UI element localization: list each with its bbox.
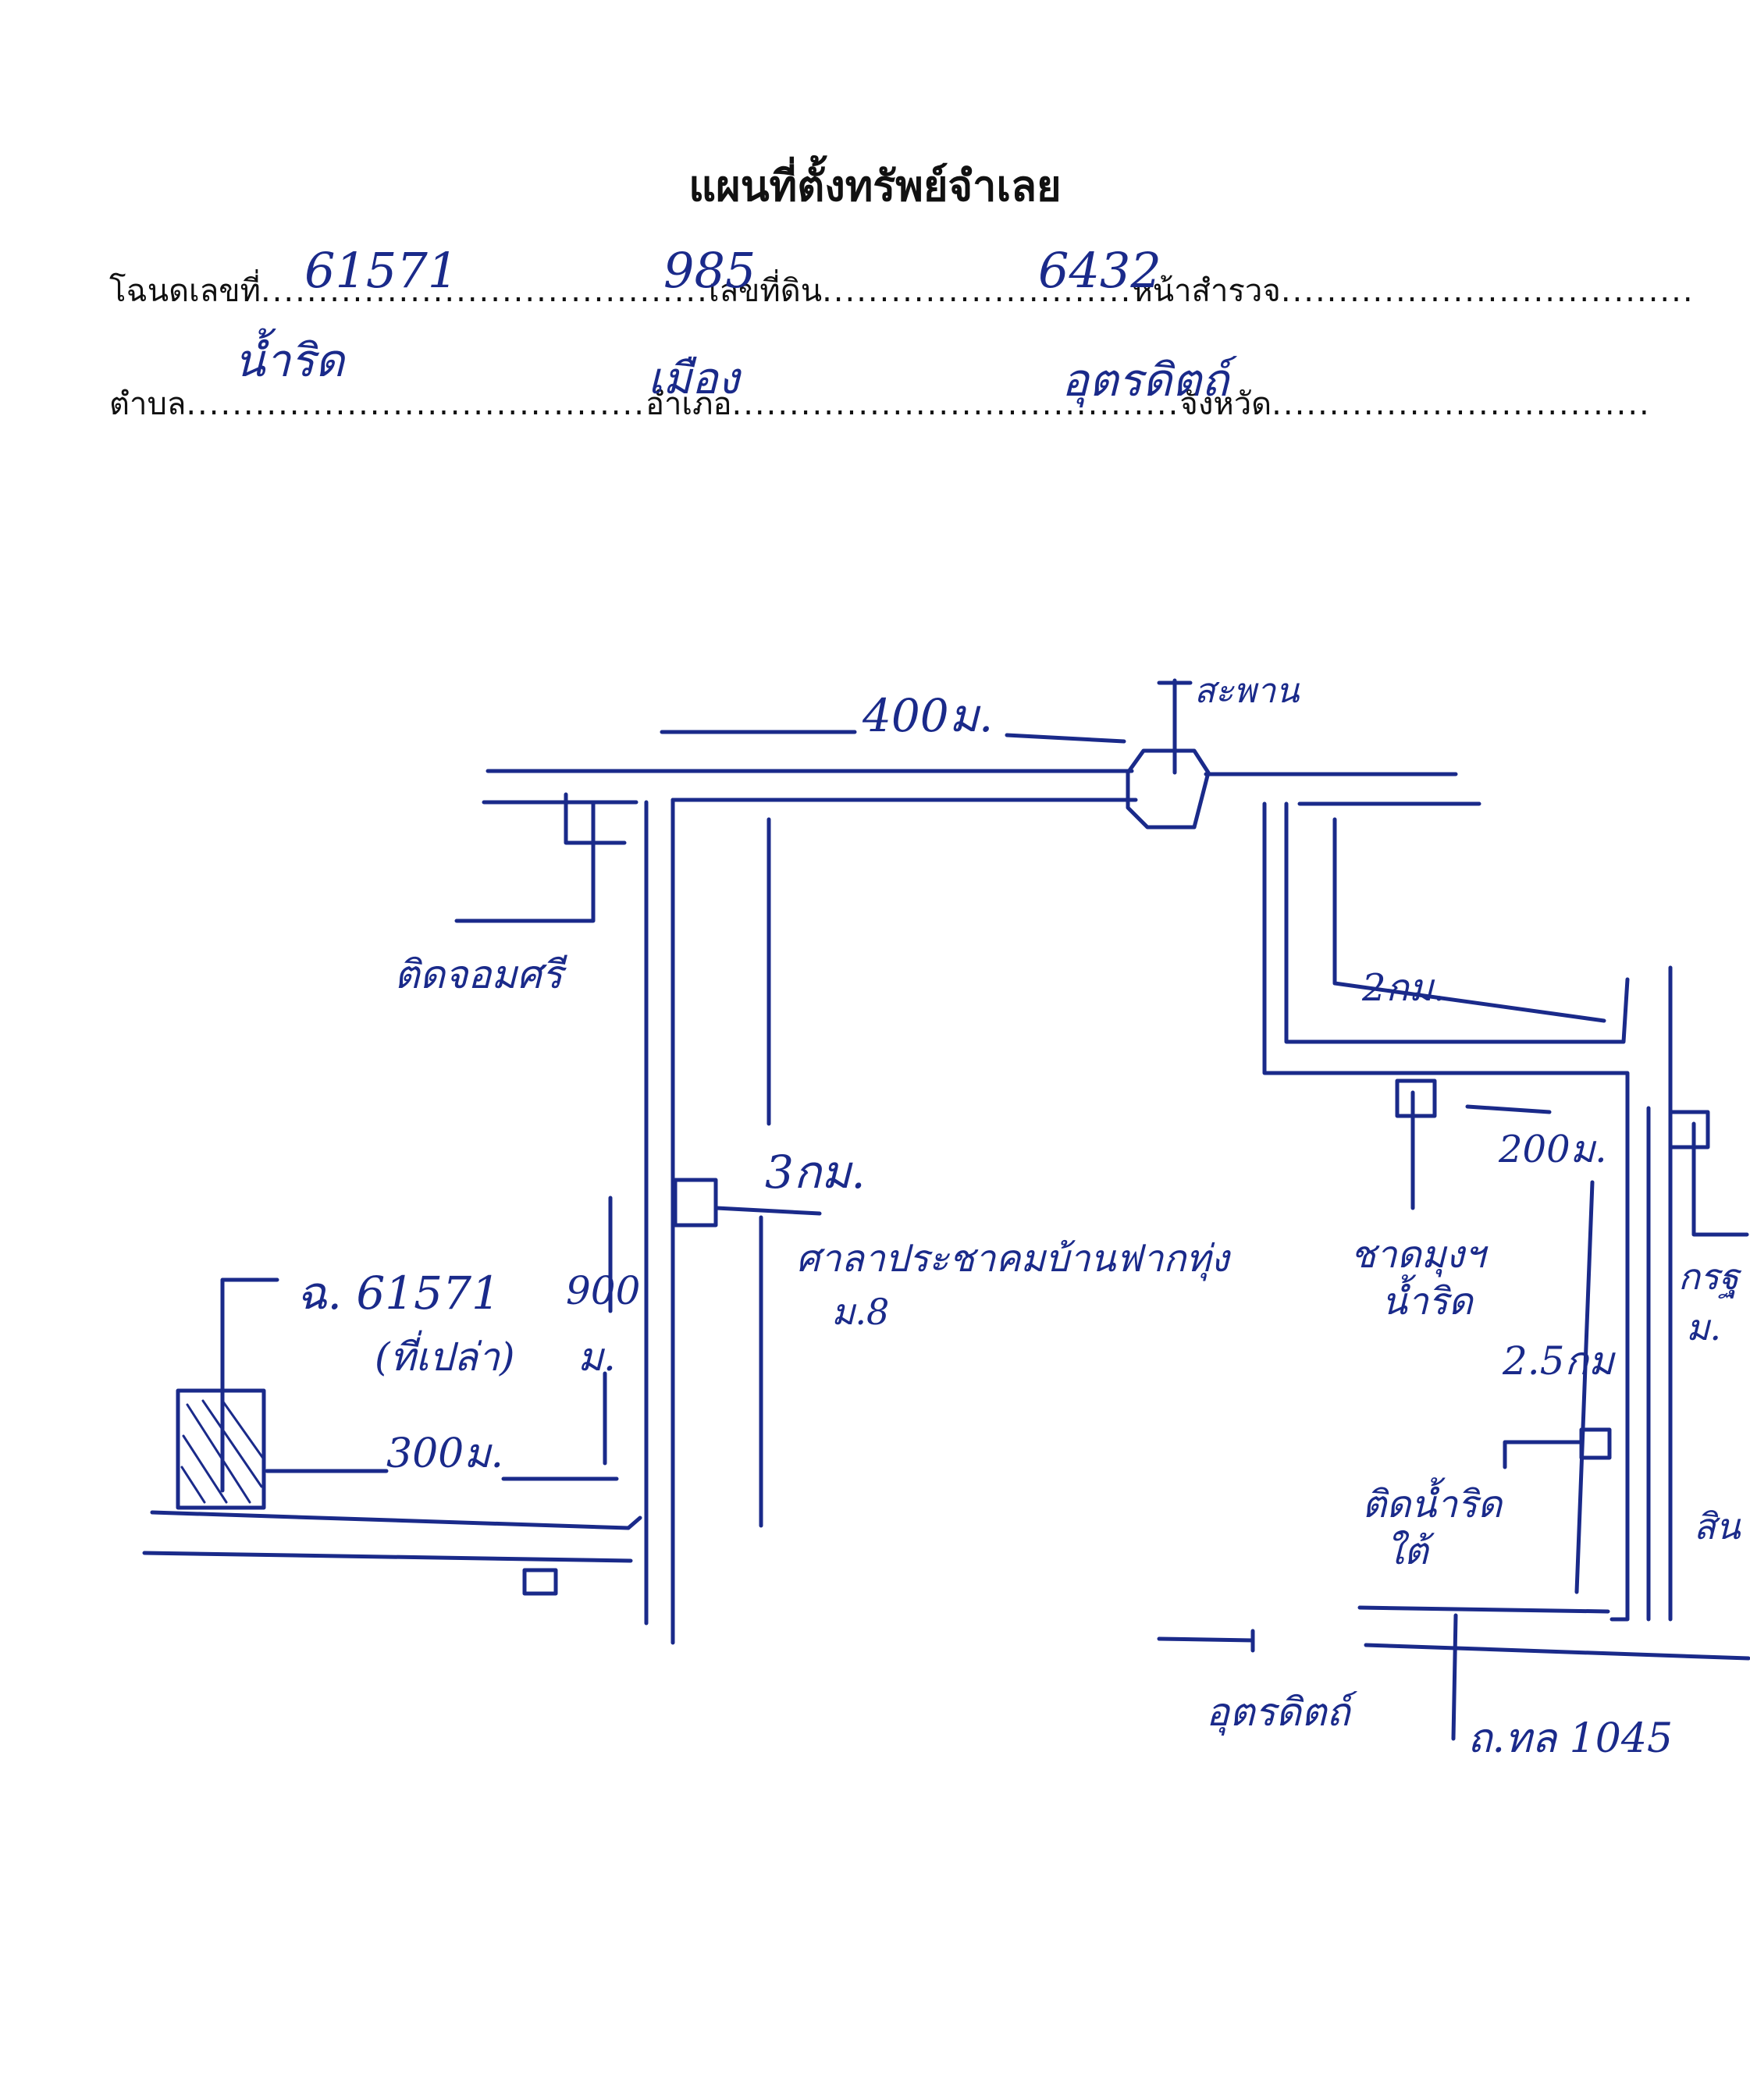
to-uttaradit-arrow bbox=[1157, 1636, 1255, 1643]
label-hall: ศาลาประชาคมบ้านฟากทุ่ง bbox=[796, 1237, 1229, 1281]
shop-arrow bbox=[454, 801, 596, 923]
label-right-3: สิน bbox=[1694, 1505, 1741, 1547]
deed-label: โฉนดเลขที่ bbox=[109, 273, 261, 309]
dim-400-right bbox=[1005, 733, 1126, 744]
bridge-shape bbox=[1126, 748, 1211, 830]
hall-marker bbox=[673, 1178, 718, 1228]
label-deed-note: (ที่เปล่า) bbox=[375, 1334, 515, 1380]
label-bridge: สะพาน bbox=[1194, 671, 1300, 711]
school-marker bbox=[1395, 1078, 1437, 1118]
east-road-inner bbox=[1284, 801, 1630, 1044]
nam-rit-arrow bbox=[1503, 1440, 1584, 1469]
highway-arrow bbox=[1451, 1613, 1458, 1741]
district-label: อำเภอ bbox=[645, 386, 732, 422]
survey-value: 6432 bbox=[1038, 242, 1161, 299]
label-300: 300ม. bbox=[386, 1430, 504, 1477]
label-highway: ถ.ทล 1045 bbox=[1467, 1715, 1674, 1762]
label-school: ชาดมุงฯ bbox=[1350, 1233, 1485, 1277]
land-no-value: 985 bbox=[663, 242, 756, 299]
subdistrict-value: น้ำริด bbox=[234, 334, 345, 387]
label-to-uttaradit: อุตรดิตถ์ bbox=[1206, 1690, 1350, 1735]
bottom-road-lower bbox=[142, 1551, 633, 1563]
dim-25km bbox=[1574, 1180, 1595, 1594]
label-400: 400ม. bbox=[863, 689, 994, 742]
district-value: เมือง bbox=[648, 354, 740, 404]
shop-marker bbox=[564, 792, 627, 845]
label-200: 200ม. bbox=[1499, 1128, 1607, 1171]
label-deed-mark: ฉ. 61571 bbox=[297, 1267, 500, 1320]
right-marker bbox=[1668, 1110, 1710, 1149]
land-no-label: เลขที่ดิน bbox=[708, 273, 823, 309]
east-road-outer bbox=[1262, 801, 1630, 1622]
deed-arrow bbox=[220, 1277, 279, 1493]
bottom-east-road-upper bbox=[1357, 1605, 1610, 1614]
label-nam-rit-south: ติดน้ำริด bbox=[1362, 1483, 1503, 1526]
label-deed-note-unit: ม. bbox=[578, 1334, 616, 1380]
label-2km: 2กม. bbox=[1362, 966, 1446, 1010]
bottom-road-upper bbox=[150, 1510, 642, 1530]
hall-arrow bbox=[714, 1206, 822, 1216]
label-hall-moo: ม.8 bbox=[831, 1291, 890, 1333]
subdistrict-label: ตำบล bbox=[109, 386, 187, 422]
label-school-2: น้ำริด bbox=[1382, 1280, 1473, 1324]
label-right-1: กรฐ bbox=[1678, 1256, 1739, 1298]
dim-200 bbox=[1465, 1104, 1552, 1114]
deed-hatch bbox=[180, 1399, 265, 1504]
dim-2km bbox=[1332, 817, 1606, 1023]
label-25km: 2.5กม bbox=[1503, 1338, 1614, 1384]
form-row-2: ตำบล....................................… bbox=[109, 386, 1651, 422]
province-value: อุตรดิตถ์ bbox=[1062, 354, 1229, 407]
nam-rit-marker bbox=[1579, 1427, 1612, 1460]
label-nam-rit-south-2: ใต้ bbox=[1385, 1530, 1428, 1573]
survey-label: หน้าสำรวจ bbox=[1132, 273, 1281, 309]
province-label: จังหวัด bbox=[1179, 386, 1272, 422]
right-arrow bbox=[1691, 1121, 1749, 1237]
deed-value: 61571 bbox=[304, 242, 459, 299]
form-row-1: โฉนดเลขที่..............................… bbox=[109, 273, 1695, 309]
bottom-east-road-lower bbox=[1364, 1643, 1750, 1661]
label-900: 900 bbox=[566, 1268, 641, 1313]
label-right-2: ม. bbox=[1686, 1306, 1721, 1348]
page-title: แผนที่ตั้งทรัพย์จำเลย bbox=[688, 162, 1062, 211]
label-shop: ติดจอมศรี bbox=[394, 952, 563, 997]
label-3km: 3กม. bbox=[765, 1146, 866, 1199]
bottom-road-marker bbox=[522, 1568, 558, 1596]
